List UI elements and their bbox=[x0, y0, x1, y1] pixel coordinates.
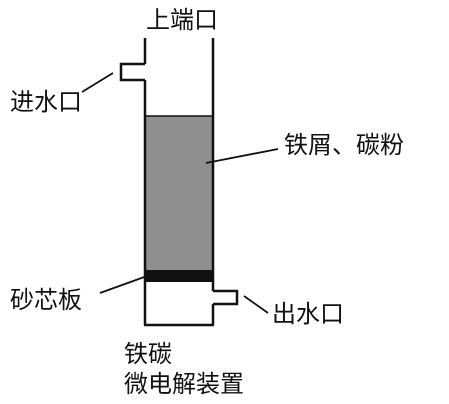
inlet-label: 进水口 bbox=[10, 88, 82, 116]
inlet-leader bbox=[81, 72, 114, 93]
fill-label: 铁屑、碳粉 bbox=[284, 131, 404, 159]
outlet-leader bbox=[243, 295, 269, 314]
caption-line-2: 微电解装置 bbox=[124, 370, 244, 398]
outlet-label: 出水口 bbox=[272, 300, 344, 328]
top-port-label: 上端口 bbox=[146, 6, 218, 34]
caption-line-1: 铁碳 bbox=[124, 340, 172, 368]
iron-carbon-fill bbox=[145, 116, 213, 270]
outlet-pipe bbox=[213, 289, 239, 306]
frit-label: 砂芯板 bbox=[10, 286, 82, 314]
fill-leader bbox=[205, 148, 279, 164]
inlet-pipe bbox=[119, 62, 145, 82]
frit-leader bbox=[99, 275, 148, 294]
sand-core-plate bbox=[145, 270, 213, 282]
